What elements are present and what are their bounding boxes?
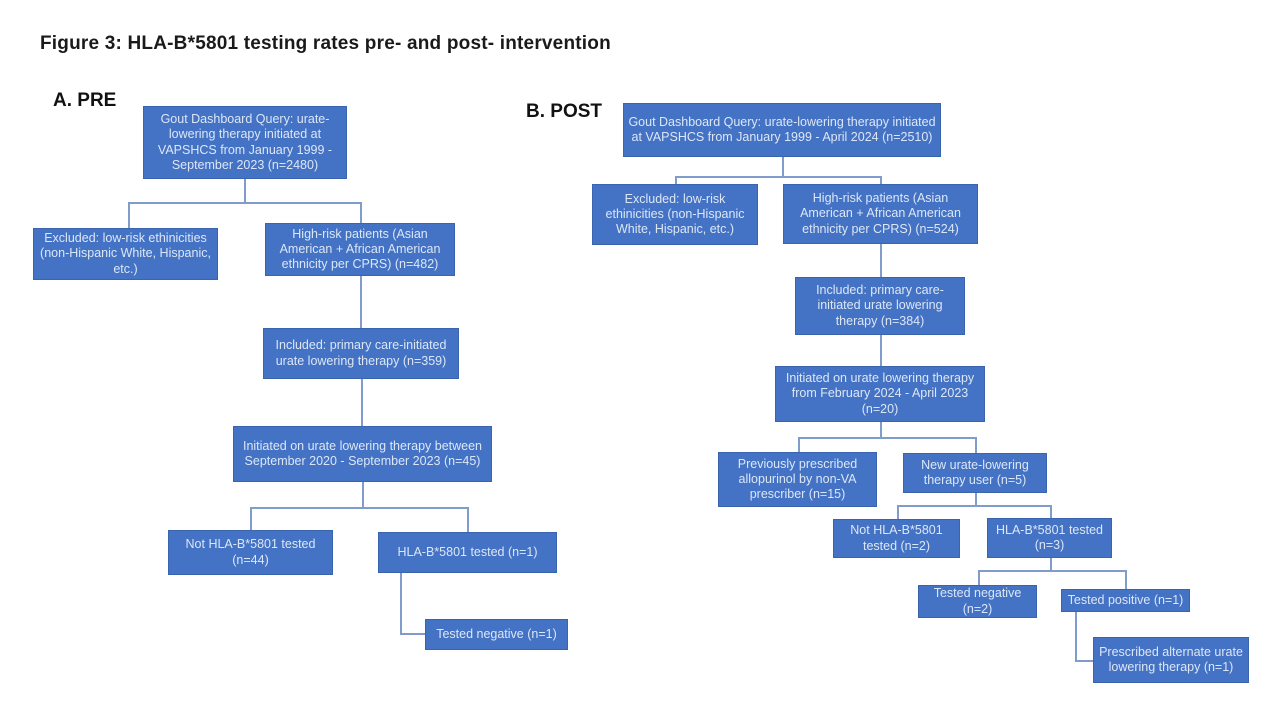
node-post-high-risk: High-risk patients (Asian American + Afr… [783,184,978,244]
connector [250,507,252,530]
connector [128,202,361,204]
connector [880,422,882,438]
connector [1050,558,1052,571]
connector [978,570,980,585]
connector [897,505,899,519]
node-pre-excluded: Excluded: low-risk ethinicities (non-His… [33,228,218,280]
connector [1075,612,1077,662]
connector [978,570,1125,572]
connector [975,437,977,453]
node-post-initiated: Initiated on urate lowering therapy from… [775,366,985,422]
connector [675,176,677,184]
connector [250,507,467,509]
node-post-not-tested: Not HLA-B*5801 tested (n=2) [833,519,960,558]
connector [1075,660,1093,662]
node-pre-initiated: Initiated on urate lowering therapy betw… [233,426,492,482]
connector [782,157,784,177]
connector [1125,570,1127,589]
figure-title: Figure 3: HLA-B*5801 testing rates pre- … [40,33,611,54]
connector [467,507,469,532]
node-pre-included: Included: primary care-initiated urate l… [263,328,459,379]
connector [400,633,425,635]
node-pre-tested-negative: Tested negative (n=1) [425,619,568,650]
connector [880,176,882,184]
panel-a-label: A. PRE [53,90,117,111]
node-post-tested: HLA-B*5801 tested (n=3) [987,518,1112,558]
connector [880,335,882,366]
node-pre-tested: HLA-B*5801 tested (n=1) [378,532,557,573]
connector [798,437,976,439]
connector [360,202,362,223]
node-pre-high-risk: High-risk patients (Asian American + Afr… [265,223,455,276]
connector [675,176,881,178]
connector [1050,505,1052,518]
connector [975,493,977,506]
connector [400,573,402,635]
connector [362,482,364,508]
connector [128,202,130,228]
node-post-prev-prescribed: Previously prescribed allopurinol by non… [718,452,877,507]
node-post-tested-positive: Tested positive (n=1) [1061,589,1190,612]
connector [880,244,882,277]
node-post-tested-negative: Tested negative (n=2) [918,585,1037,618]
connector [361,379,363,426]
connector [897,505,1051,507]
node-post-new-user: New urate-lowering therapy user (n=5) [903,453,1047,493]
node-post-excluded: Excluded: low-risk ethinicities (non-His… [592,184,758,245]
node-post-included: Included: primary care-initiated urate l… [795,277,965,335]
node-post-alternate: Prescribed alternate urate lowering ther… [1093,637,1249,683]
panel-b-label: B. POST [526,101,603,122]
connector [360,276,362,328]
node-pre-query: Gout Dashboard Query: urate-lowering the… [143,106,347,179]
node-post-query: Gout Dashboard Query: urate-lowering the… [623,103,941,157]
connector [244,179,246,203]
node-pre-not-tested: Not HLA-B*5801 tested (n=44) [168,530,333,575]
connector [798,437,800,452]
